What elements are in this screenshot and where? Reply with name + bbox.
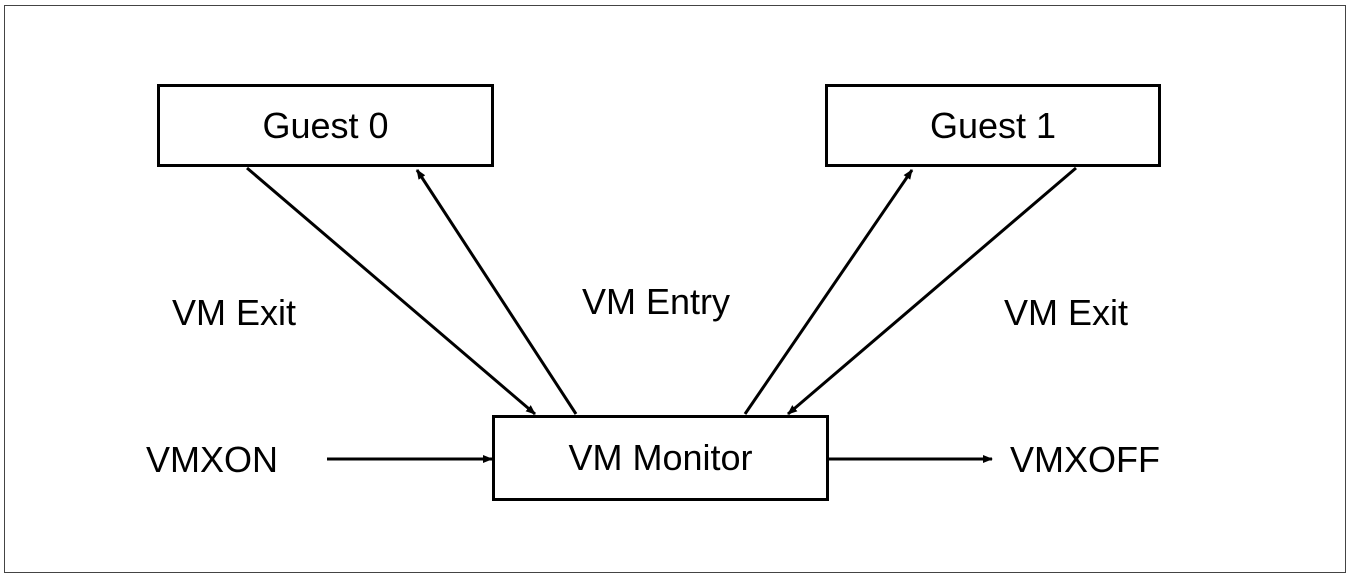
- guest-1-label: Guest 1: [929, 104, 1057, 146]
- vm-monitor-node: VM Monitor: [492, 415, 829, 501]
- edge-guest1-to-monitor-exit: [787, 166, 1077, 416]
- edge-monitor-to-guest1-entry: [743, 169, 914, 415]
- vm-entry-label: VM Entry: [582, 281, 731, 322]
- guest-0-label: Guest 0: [262, 104, 389, 146]
- guest-1-node: Guest 1: [825, 84, 1161, 167]
- vm-exit-right-label: VM Exit: [1004, 292, 1129, 333]
- guest-0-node: Guest 0: [157, 84, 494, 167]
- diagram-frame: [4, 5, 1346, 573]
- vm-monitor-label: VM Monitor: [568, 437, 753, 478]
- vmxon-label: VMXON: [146, 439, 279, 480]
- edge-guest0-to-monitor-exit: [246, 166, 536, 416]
- edge-monitor-to-guest0-entry: [415, 169, 578, 415]
- vm-exit-left-label: VM Exit: [172, 292, 297, 333]
- vmxoff-label: VMXOFF: [1010, 439, 1160, 480]
